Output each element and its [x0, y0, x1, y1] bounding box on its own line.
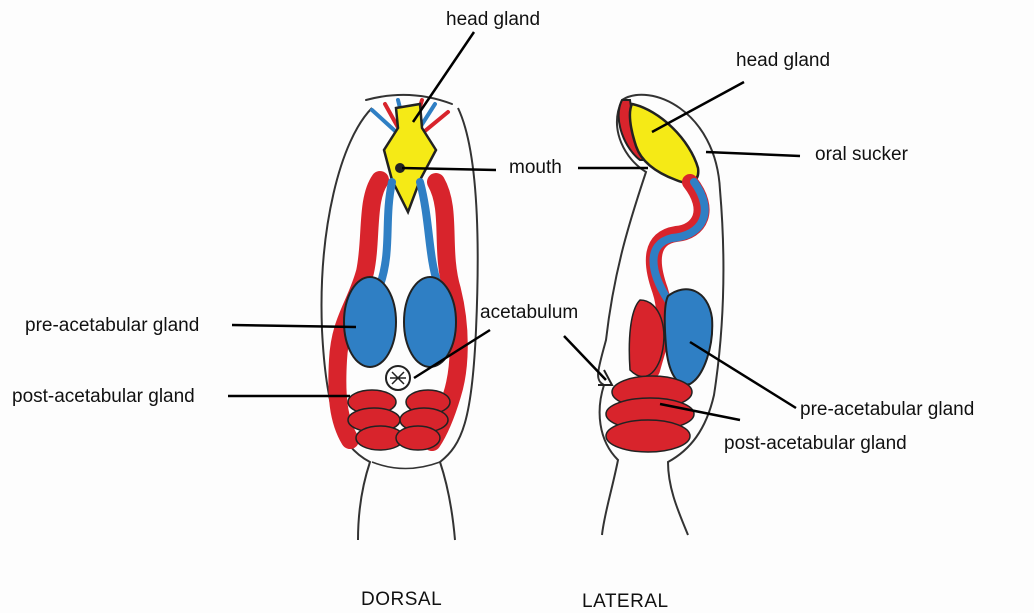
label-dorsal-post-acetabular-gland: post-acetabular gland — [12, 387, 195, 406]
dorsal-tail-stub — [372, 462, 440, 469]
label-lateral-pre-acetabular-gland: pre-acetabular gland — [800, 400, 974, 419]
leader-lateral-acetabulum — [564, 336, 606, 380]
label-dorsal-head-gland: head gland — [446, 10, 540, 29]
dorsal-view — [322, 95, 478, 540]
label-oral-sucker: oral sucker — [815, 145, 908, 164]
leader-lines — [228, 32, 800, 420]
label-acetabulum: acetabulum — [480, 303, 578, 322]
dorsal-post-acetabular-gland-left — [348, 390, 404, 450]
label-lateral-head-gland: head gland — [736, 51, 830, 70]
dorsal-pre-acetabular-gland-right — [404, 277, 456, 367]
view-label-dorsal: DORSAL — [361, 590, 442, 609]
lateral-view — [598, 95, 723, 535]
lateral-pre-acetabular-gland — [665, 289, 713, 384]
leader-lateral-oral-sucker — [706, 152, 800, 156]
label-lateral-post-acetabular-gland: post-acetabular gland — [724, 434, 907, 453]
label-mouth: mouth — [509, 158, 562, 177]
view-label-lateral: LATERAL — [582, 592, 669, 611]
label-dorsal-pre-acetabular-gland: pre-acetabular gland — [25, 316, 199, 335]
leader-lateral-pre-acetabular — [690, 342, 796, 408]
leader-dorsal-head-gland — [413, 32, 474, 122]
dorsal-pre-acetabular-gland-left — [344, 277, 396, 367]
